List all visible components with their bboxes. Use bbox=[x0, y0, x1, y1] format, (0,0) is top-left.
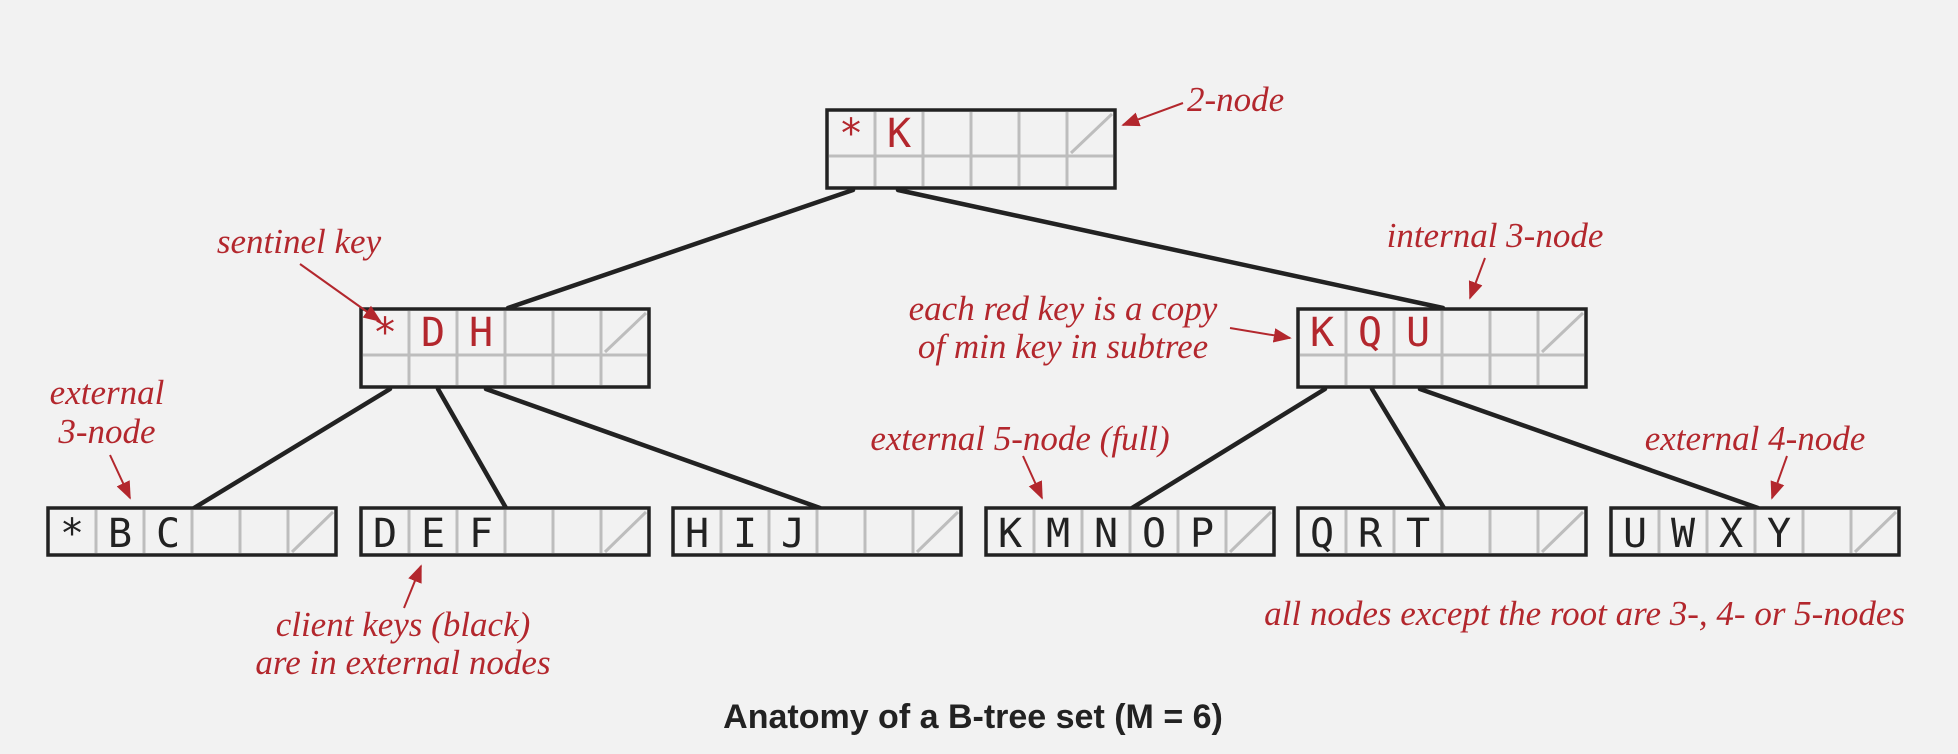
figure-caption: Anatomy of a B-tree set (M = 6) bbox=[723, 698, 1223, 736]
label-all-nodes: all nodes except the root are 3-, 4- or … bbox=[1264, 594, 1905, 633]
node-border bbox=[825, 108, 1117, 190]
empty-slot-slash bbox=[1540, 311, 1585, 354]
link-left-to-leaf-2 bbox=[435, 386, 509, 511]
node-key: W bbox=[1671, 511, 1696, 557]
node-border bbox=[671, 506, 963, 557]
label-external-three-node-line-1: external bbox=[50, 373, 165, 412]
label-sentinel-key: sentinel key bbox=[217, 222, 382, 261]
label-internal-three-node: internal 3-node bbox=[1387, 216, 1604, 255]
node-key: I bbox=[733, 511, 757, 557]
label-client-keys-line-2: are in external nodes bbox=[255, 643, 550, 682]
annotation-arrows bbox=[109, 102, 1788, 609]
tree-links bbox=[191, 187, 1761, 511]
label-external-five-node: external 5-node (full) bbox=[870, 419, 1169, 458]
node-border bbox=[359, 307, 651, 389]
empty-slot-slash bbox=[603, 510, 648, 554]
arrow-internal-three-node bbox=[1468, 257, 1486, 300]
empty-slot-slash bbox=[1853, 510, 1898, 554]
label-external-three-node-line-2: 3-node bbox=[57, 412, 155, 451]
root-node: *K bbox=[825, 108, 1117, 190]
node-key: Q bbox=[1310, 511, 1334, 557]
node-key: D bbox=[421, 310, 445, 356]
link-root-to-left bbox=[505, 187, 856, 311]
node-key: * bbox=[60, 511, 84, 557]
label-external-four-node: external 4-node bbox=[1645, 419, 1866, 458]
node-key: C bbox=[156, 511, 180, 557]
node-key: H bbox=[469, 310, 493, 356]
link-left-to-leaf-1 bbox=[191, 386, 393, 511]
node-border bbox=[984, 506, 1276, 557]
node-border bbox=[1296, 307, 1588, 389]
node-key: E bbox=[421, 511, 445, 557]
arrow-sentinel-key bbox=[299, 263, 382, 323]
node-border bbox=[359, 506, 651, 557]
node-key: D bbox=[373, 511, 397, 557]
link-left-to-leaf-3 bbox=[483, 386, 823, 511]
empty-slot-slash bbox=[1228, 510, 1273, 554]
empty-slot-slash bbox=[290, 510, 335, 554]
node-key: N bbox=[1094, 511, 1118, 557]
label-two-node: 2-node bbox=[1187, 80, 1284, 119]
node-key: K bbox=[1310, 310, 1334, 356]
label-red-key-copy-line-2: of min key in subtree bbox=[918, 327, 1208, 366]
node-key: F bbox=[469, 511, 493, 557]
node-key: Q bbox=[1358, 310, 1382, 356]
link-right-to-leaf-4 bbox=[1129, 386, 1328, 511]
label-red-key-copy-line-1: each red key is a copy bbox=[909, 289, 1218, 328]
node-key: B bbox=[108, 511, 132, 557]
node-key: P bbox=[1190, 511, 1214, 557]
node-border bbox=[46, 506, 338, 557]
node-key: U bbox=[1623, 511, 1647, 557]
node-key: X bbox=[1719, 511, 1743, 557]
arrow-external-four-node bbox=[1770, 455, 1788, 500]
node-key: * bbox=[839, 111, 863, 157]
node-key: K bbox=[998, 511, 1022, 557]
node-key: Y bbox=[1767, 511, 1791, 557]
arrow-red-key-copy bbox=[1229, 327, 1292, 343]
label-client-keys-line-1: client keys (black) bbox=[276, 605, 531, 644]
link-right-to-leaf-5 bbox=[1369, 386, 1447, 511]
empty-slot-slash bbox=[1540, 510, 1585, 554]
arrow-external-three-node bbox=[109, 454, 131, 500]
link-root-to-right bbox=[895, 187, 1446, 311]
empty-slot-slash bbox=[1069, 112, 1114, 155]
node-key: J bbox=[781, 511, 805, 557]
node-key: T bbox=[1406, 511, 1430, 557]
node-border bbox=[1609, 506, 1901, 557]
arrow-two-node bbox=[1121, 102, 1184, 127]
arrow-client-keys bbox=[403, 564, 422, 609]
node-key: M bbox=[1046, 511, 1070, 557]
empty-slot-slash bbox=[915, 510, 960, 554]
node-key: * bbox=[373, 310, 397, 356]
node-key: U bbox=[1406, 310, 1430, 356]
annotation-labels: 2-node sentinel key internal 3-node each… bbox=[50, 80, 1905, 682]
link-right-to-leaf-6 bbox=[1417, 386, 1761, 511]
node-key: K bbox=[887, 111, 911, 157]
node-key: O bbox=[1142, 511, 1166, 557]
empty-slot-slash bbox=[603, 311, 648, 354]
node-key: H bbox=[685, 511, 709, 557]
node-border bbox=[1296, 506, 1588, 557]
node-key: R bbox=[1358, 511, 1383, 557]
arrow-external-five-node bbox=[1022, 455, 1043, 500]
